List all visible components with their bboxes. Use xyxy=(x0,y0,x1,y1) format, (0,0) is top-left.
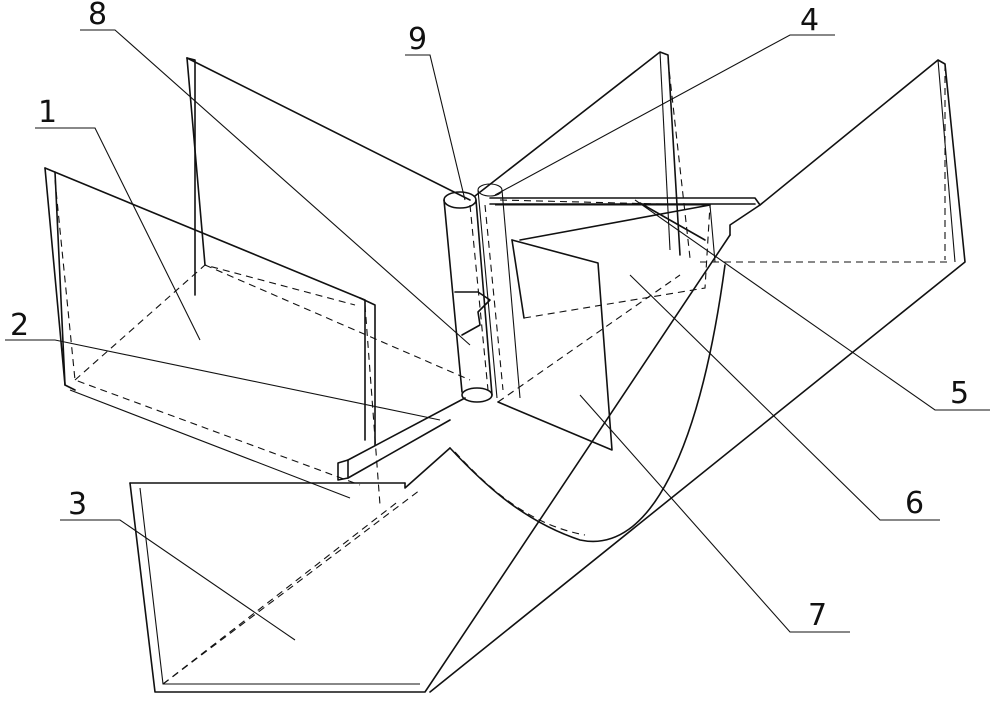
callout-3: 3 xyxy=(68,487,87,522)
blade-part-6-7 xyxy=(497,204,711,451)
callout-8: 8 xyxy=(88,0,107,32)
callout-4: 4 xyxy=(800,3,819,38)
callout-1: 1 xyxy=(38,95,57,130)
leader-lines xyxy=(5,29,990,641)
callout-6: 6 xyxy=(905,486,924,521)
callout-9: 9 xyxy=(408,22,427,57)
hinge-part-9 xyxy=(443,183,521,403)
callout-7: 7 xyxy=(808,598,827,633)
vane-part-4-5 xyxy=(489,197,761,263)
rod-part-2 xyxy=(204,264,471,481)
trough-part-3 xyxy=(129,59,966,693)
callout-2: 2 xyxy=(10,308,29,343)
panel-part-1 xyxy=(44,167,381,506)
back-panel xyxy=(186,51,691,296)
callout-5: 5 xyxy=(950,376,969,411)
